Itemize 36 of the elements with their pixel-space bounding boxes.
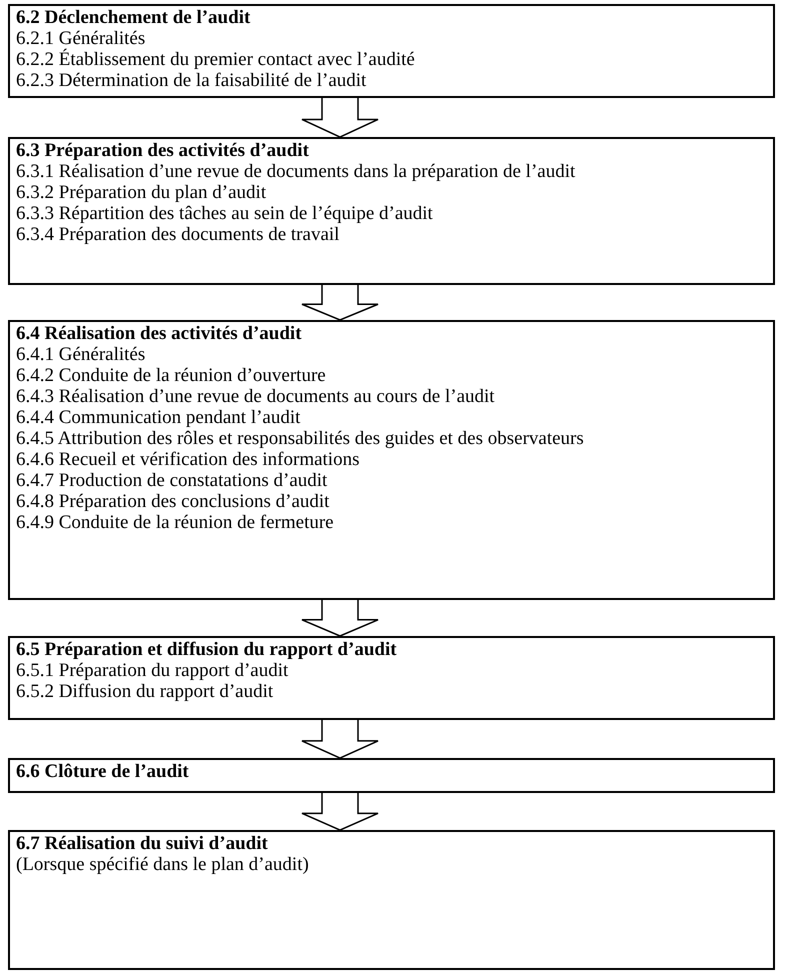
subsection-text: 6.2.3 Détermination de la faisabilité de l’audit <box>16 70 368 91</box>
process-box <box>8 4 775 98</box>
process-box <box>8 758 775 793</box>
subsection-text: 6.3.3 Répartition des tâches au sein de l’équipe d’audit <box>16 203 434 224</box>
subsection-text: 6.3.1 Réalisation d’une revue de documents dans la préparation de l’audit <box>16 161 576 182</box>
subsection-text: 6.5.2 Diffusion du rapport d’audit <box>16 681 274 702</box>
subsection-text: 6.2.2 Établissement du premier contact avec l’audité <box>16 49 416 70</box>
subsection-text: 6.3.2 Préparation du plan d’audit <box>16 182 268 203</box>
subsection-text: 6.4.1 Généralités <box>16 344 146 365</box>
process-box <box>8 830 775 970</box>
process-box <box>8 636 775 720</box>
subsection-text: 6.4.2 Conduite de la réunion d’ouverture <box>16 365 327 386</box>
section-heading: 6.4 Réalisation des activités d’audit <box>16 323 303 344</box>
block-arrow <box>301 599 379 637</box>
subsection-text: (Lorsque spécifié dans le plan d’audit) <box>16 854 310 875</box>
section-heading: 6.3 Préparation des activités d’audit <box>16 140 310 161</box>
subsection-text: 6.4.8 Préparation des conclusions d’audit <box>16 491 330 512</box>
subsection-text: 6.4.4 Communication pendant l’audit <box>16 407 302 428</box>
block-arrow <box>301 97 379 138</box>
process-box <box>8 137 775 285</box>
subsection-text: 6.4.3 Réalisation d’une revue de documents au cours de l’audit <box>16 386 496 407</box>
subsection-text: 6.4.6 Recueil et vérification des informations <box>16 449 360 470</box>
subsection-text: 6.4.5 Attribution des rôles et responsabilités des guides et des observateurs <box>16 428 585 449</box>
process-box <box>8 320 775 600</box>
subsection-text: 6.5.1 Préparation du rapport d’audit <box>16 660 290 681</box>
block-arrow <box>301 719 379 759</box>
section-heading: 6.5 Préparation et diffusion du rapport d’audit <box>16 639 398 660</box>
subsection-text: 6.4.7 Production de constatations d’audit <box>16 470 328 491</box>
section-heading: 6.2 Déclenchement de l’audit <box>16 7 252 28</box>
section-heading: 6.7 Réalisation du suivi d’audit <box>16 833 269 854</box>
subsection-text: 6.4.9 Conduite de la réunion de fermeture <box>16 512 335 533</box>
block-arrow <box>301 284 379 321</box>
subsection-text: 6.2.1 Généralités <box>16 28 146 49</box>
block-arrow <box>301 792 379 831</box>
section-heading: 6.6 Clôture de l’audit <box>16 761 190 782</box>
subsection-text: 6.3.4 Préparation des documents de travail <box>16 224 340 245</box>
